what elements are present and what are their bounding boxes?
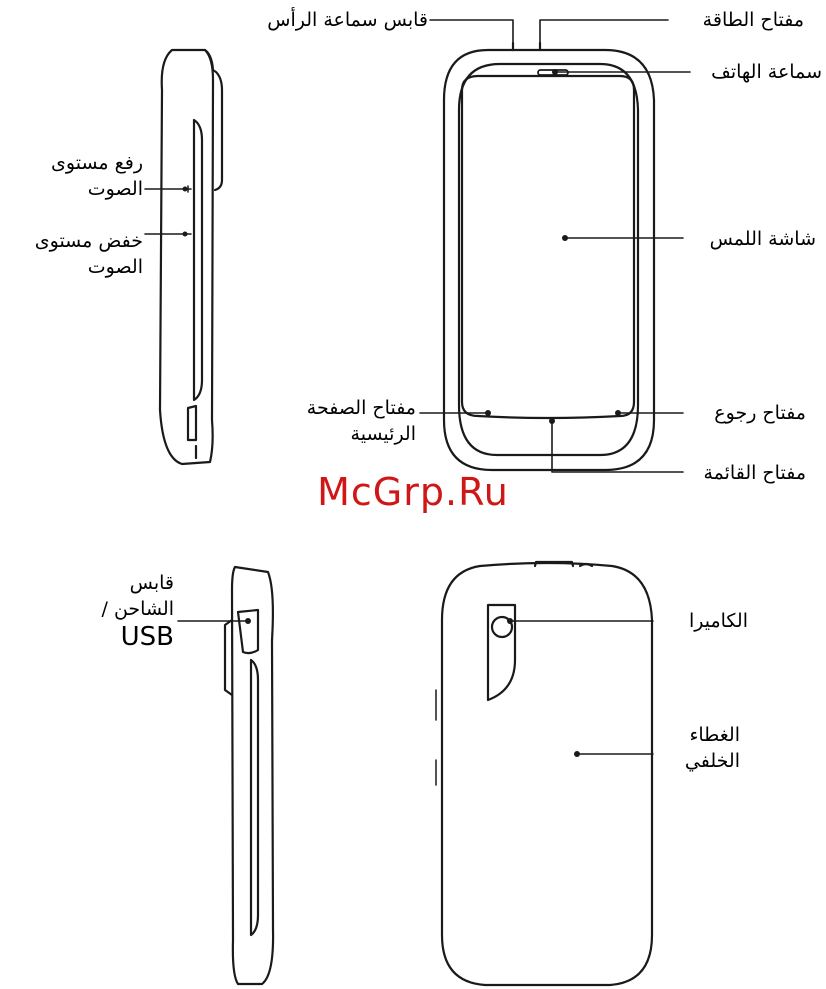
label-volume-down-line2: الصوت [35, 254, 143, 280]
label-back-cover-line2: الخلفي [685, 748, 740, 774]
watermark: McGrp.Ru [0, 470, 826, 514]
label-back-cover-line1: الغطاء [685, 722, 740, 748]
leader-lines [145, 20, 690, 754]
label-volume-up-line2: الصوت [51, 176, 143, 202]
label-headset-jack: قابس سماعة الرأس [267, 7, 428, 33]
label-volume-up-line1: رفع مستوى [51, 150, 143, 176]
label-home-key: مفتاح الصفحة الرئيسية [307, 395, 416, 447]
label-charger-port-line3: USB [102, 622, 174, 652]
label-back-cover: الغطاء الخلفي [685, 722, 740, 774]
phone-side-view-volume [160, 50, 222, 464]
phone-back-view [436, 562, 652, 985]
leader-menu-key [552, 421, 683, 472]
label-camera: الكاميرا [689, 608, 748, 634]
label-volume-down: خفض مستوى الصوت [35, 228, 143, 280]
label-charger-port-line2: الشاحن / [102, 596, 174, 622]
label-volume-up: رفع مستوى الصوت [51, 150, 143, 202]
label-home-key-line1: مفتاح الصفحة [307, 395, 416, 421]
leader-power-key [540, 20, 668, 43]
label-home-key-line2: الرئيسية [307, 421, 416, 447]
label-power-key: مفتاح الطاقة [703, 7, 804, 33]
label-touch-screen: شاشة اللمس [710, 226, 816, 252]
label-earpiece: سماعة الهاتف [711, 59, 822, 85]
label-charger-port-line1: قابس [102, 570, 174, 596]
phone-side-view-usb [225, 567, 273, 984]
label-charger-port: قابس الشاحن / USB [102, 570, 174, 652]
label-back-key: مفتاح رجوع [714, 400, 806, 426]
leader-headset-jack [430, 20, 513, 43]
label-volume-down-line1: خفض مستوى [35, 228, 143, 254]
phone-front-view [444, 43, 654, 470]
